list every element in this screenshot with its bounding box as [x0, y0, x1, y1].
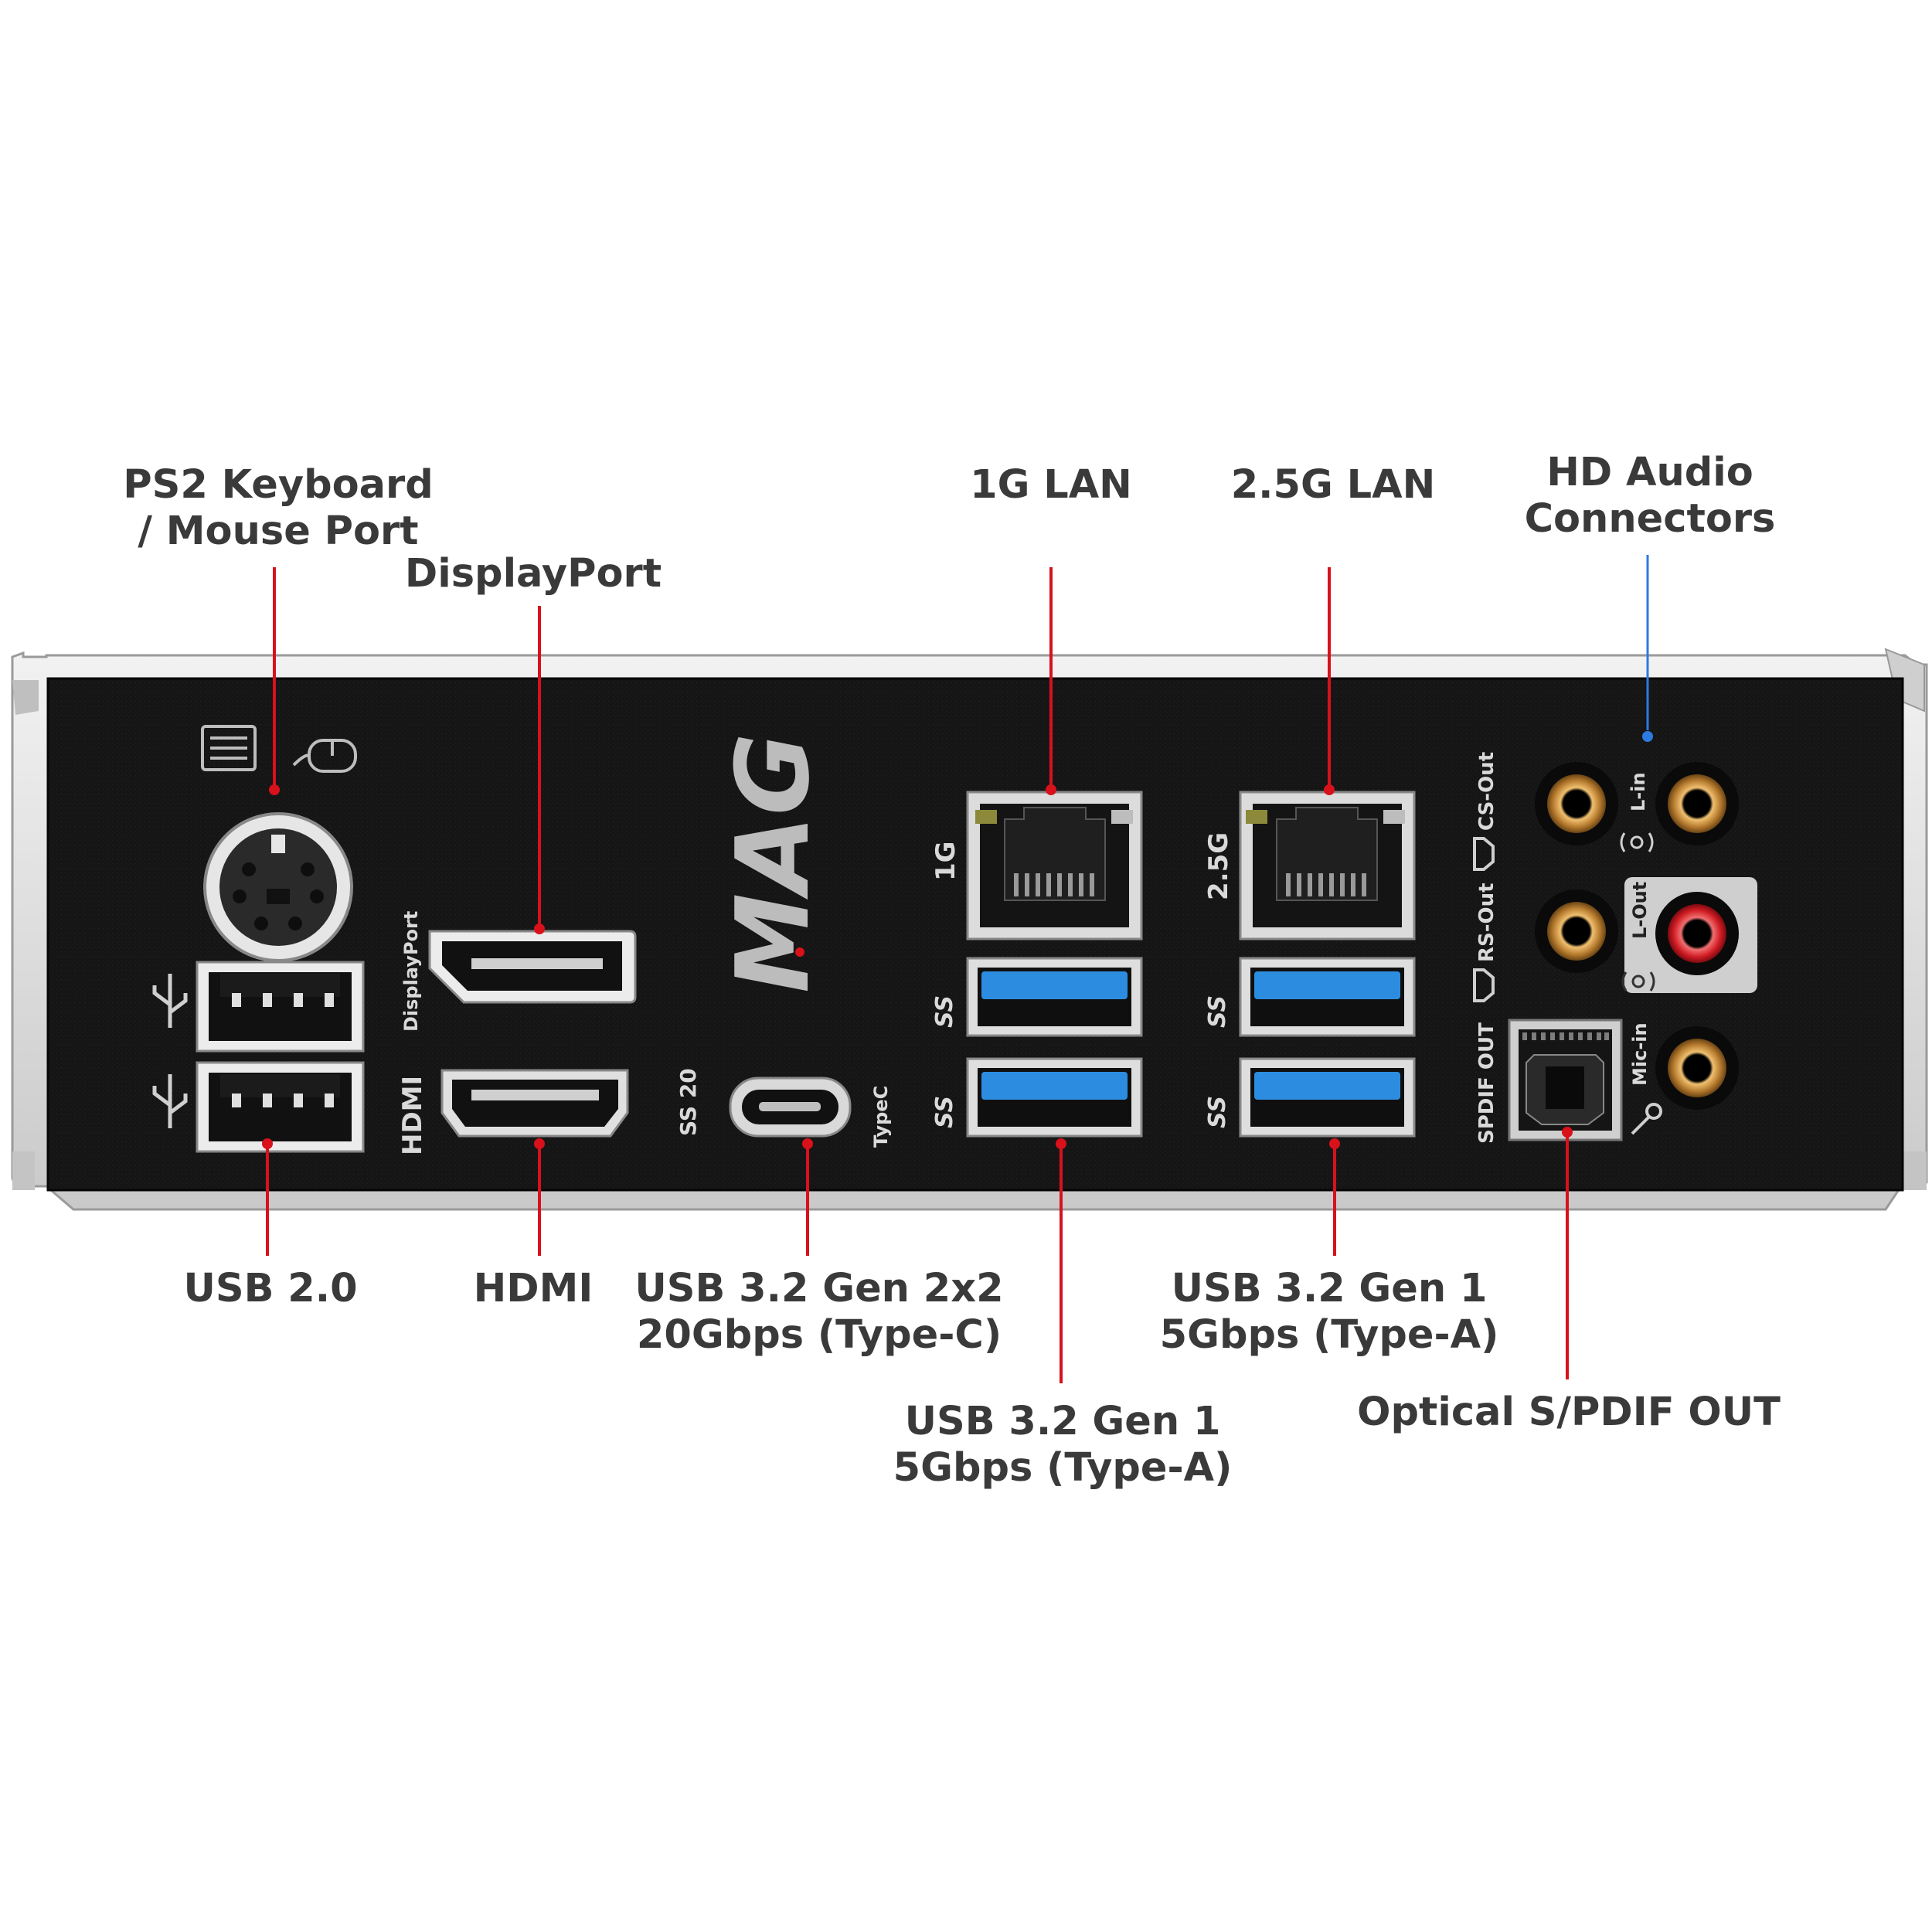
label-hd-audio: HD Audio Connectors	[1488, 450, 1812, 543]
usb32-port-right-bottom	[1239, 1057, 1416, 1138]
leader-lines	[266, 567, 1569, 1383]
lan-1g-port	[966, 791, 1143, 940]
typec-port	[729, 1077, 852, 1138]
label-ps2-line1: PS2 Keyboard	[123, 462, 434, 508]
ss-marking-right-top: SS	[1204, 995, 1231, 1028]
label-lan-1g-line1: 1G LAN	[970, 462, 1132, 508]
label-usb20-line1: USB 2.0	[183, 1266, 358, 1311]
lan-1g-marking: 1G	[930, 841, 961, 881]
label-usb32-gen1-left-line1: USB 3.2 Gen 1	[904, 1399, 1221, 1444]
label-usb32-2x2-line2: 20Gbps (Type-C)	[636, 1312, 1002, 1358]
speaker-icon	[1473, 837, 1495, 1002]
label-displayport-line1: DisplayPort	[404, 551, 662, 597]
cs-out-marking: CS-Out	[1475, 752, 1498, 831]
mouse-icon	[292, 739, 357, 773]
label-hd-audio-line2: Connectors	[1524, 496, 1776, 542]
usb32-port-left-bottom	[966, 1057, 1143, 1138]
label-lan-1g: 1G LAN	[904, 462, 1198, 509]
label-ps2-port: PS2 Keyboard / Mouse Port	[100, 462, 456, 555]
label-hd-audio-line1: HD Audio	[1546, 450, 1753, 495]
l-in-marking: L-in	[1628, 772, 1649, 811]
usb32-port-right-top	[1239, 957, 1416, 1037]
label-lan-25g: 2.5G LAN	[1186, 462, 1480, 509]
hdmi-port	[440, 1069, 629, 1138]
ps2-port	[203, 812, 353, 962]
usb-icon	[152, 974, 188, 1128]
label-usb32-gen1-right: USB 3.2 Gen 1 5Gbps (Type-A)	[1132, 1266, 1526, 1359]
ss-marking-left-bottom: SS	[931, 1096, 958, 1128]
line-out-icon	[1621, 971, 1655, 992]
lan-25g-marking: 2.5G	[1203, 832, 1234, 900]
mag-brand-logo: MAG	[714, 733, 832, 993]
ss-marking-right-bottom: SS	[1204, 1096, 1231, 1128]
audio-jack-cs-out	[1535, 762, 1618, 845]
label-usb32-gen1-left: USB 3.2 Gen 1 5Gbps (Type-A)	[866, 1399, 1260, 1492]
label-usb32-gen1-right-line1: USB 3.2 Gen 1	[1171, 1266, 1488, 1311]
label-lan-25g-line1: 2.5G LAN	[1230, 462, 1436, 508]
mic-in-marking: Mic-in	[1629, 1022, 1651, 1086]
typec-marking: TypeC	[870, 1086, 892, 1148]
label-hdmi: HDMI	[417, 1266, 649, 1312]
label-ps2-line2: / Mouse Port	[138, 509, 419, 554]
keyboard-icon	[201, 725, 257, 771]
hdmi-marking: HDMI	[397, 1076, 428, 1155]
label-optical-spdif: Optical S/PDIF OUT	[1341, 1389, 1797, 1436]
line-in-icon	[1620, 832, 1654, 852]
label-hdmi-line1: HDMI	[473, 1266, 594, 1311]
ss20-marking: SS 20	[675, 1068, 701, 1136]
label-optical-spdif-line1: Optical S/PDIF OUT	[1357, 1389, 1781, 1435]
label-usb32-2x2-line1: USB 3.2 Gen 2x2	[634, 1266, 1004, 1311]
audio-jack-line-in	[1655, 762, 1739, 845]
lan-25g-port	[1239, 791, 1416, 940]
l-out-marking: L-Out	[1629, 882, 1651, 939]
ss-marking-left-top: SS	[931, 995, 958, 1028]
label-usb32-gen1-right-line2: 5Gbps (Type-A)	[1159, 1312, 1499, 1358]
usb32-port-left-top	[966, 957, 1143, 1037]
audio-jack-mic-in	[1655, 1026, 1739, 1110]
usb20-port-top	[196, 961, 365, 1053]
rs-out-marking: RS-Out	[1475, 883, 1498, 962]
label-displayport: DisplayPort	[379, 551, 688, 597]
label-usb32-2x2: USB 3.2 Gen 2x2 20Gbps (Type-C)	[618, 1266, 1020, 1359]
spdif-out-marking: SPDIF OUT	[1475, 1022, 1498, 1144]
leader-dots	[262, 784, 1573, 1149]
label-usb20: USB 2.0	[143, 1266, 398, 1312]
audio-jack-line-out	[1655, 892, 1739, 975]
usb20-port-bottom	[196, 1061, 365, 1153]
label-usb32-gen1-left-line2: 5Gbps (Type-A)	[893, 1445, 1233, 1491]
displayport-marking: DisplayPort	[400, 911, 422, 1032]
audio-jack-rs-out	[1535, 889, 1618, 973]
optical-spdif-port	[1508, 1019, 1623, 1141]
microphone-icon	[1631, 1103, 1662, 1135]
displayport-port	[428, 930, 637, 1004]
